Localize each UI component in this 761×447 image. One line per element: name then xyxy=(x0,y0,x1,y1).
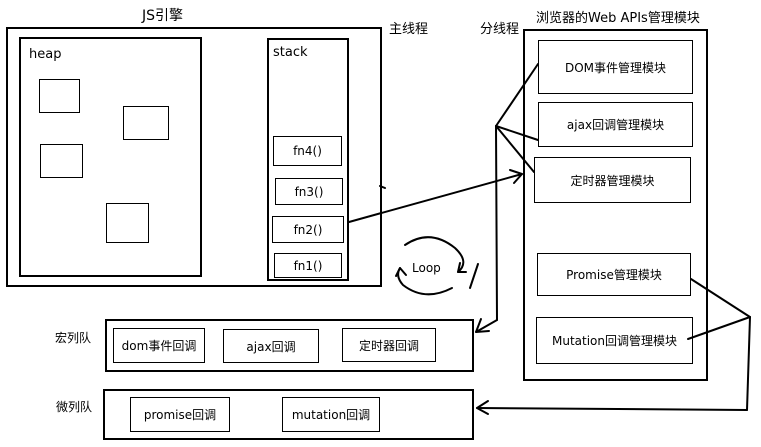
sub-thread-label: 分线程 xyxy=(480,22,520,37)
stack-frame-fn3: fn3() xyxy=(275,178,343,205)
loop-label: Loop xyxy=(412,261,441,275)
main-thread-label: 主线程 xyxy=(389,22,429,37)
heap-label: heap xyxy=(29,47,62,62)
macro-item-timer: 定时器回调 xyxy=(342,328,436,362)
web-apis-title: 浏览器的Web APIs管理模块 xyxy=(536,11,700,26)
arrowhead xyxy=(509,169,523,184)
arrow-to-micro xyxy=(476,407,748,411)
arrowhead xyxy=(475,318,490,333)
arrowhead xyxy=(476,400,489,415)
heap-object xyxy=(106,203,149,243)
macro-item-ajax: ajax回调 xyxy=(223,329,319,363)
loop-arrow xyxy=(397,267,453,296)
arrow-timer-to-junction xyxy=(495,125,535,173)
heap-box xyxy=(19,37,202,277)
arrow-fn2-to-timer xyxy=(348,173,523,223)
web-api-module-ajax: ajax回调管理模块 xyxy=(538,102,693,147)
stack-frame-fn4: fn4() xyxy=(273,136,342,166)
arrow-promise-to-junction xyxy=(690,278,751,318)
arrowhead xyxy=(457,262,467,273)
macro-queue-box xyxy=(105,319,474,372)
web-api-module-mutation: Mutation回调管理模块 xyxy=(536,317,693,364)
loop-arrow xyxy=(404,236,465,273)
stack-box xyxy=(267,38,349,281)
arrowhead xyxy=(395,267,407,277)
stack-frame-fn2: fn2() xyxy=(272,216,344,243)
macro-queue-label: 宏列队 xyxy=(55,331,92,345)
heap-object xyxy=(123,106,169,140)
js-engine-title: JS引擎 xyxy=(142,8,184,24)
micro-queue-label: 微列队 xyxy=(56,400,93,414)
web-api-module-dom: DOM事件管理模块 xyxy=(538,40,693,94)
micro-item-mutation: mutation回调 xyxy=(282,397,380,432)
web-api-module-timer: 定时器管理模块 xyxy=(534,157,691,203)
heap-object xyxy=(39,79,80,113)
macro-item-dom: dom事件回调 xyxy=(113,328,205,363)
arrow-junction-to-macro xyxy=(495,125,498,321)
stack-frame-fn1: fn1() xyxy=(274,253,342,278)
web-apis-box xyxy=(523,29,708,381)
stack-label: stack xyxy=(273,45,308,60)
arrow-junction-down xyxy=(746,316,751,411)
arrow-mutation-to-junction xyxy=(687,316,751,340)
web-api-module-promise: Promise管理模块 xyxy=(537,253,691,296)
arrow-macro-diag xyxy=(475,319,498,333)
micro-queue-box xyxy=(103,389,474,440)
arrow-ajax-to-junction xyxy=(495,125,539,141)
js-engine-box xyxy=(6,27,382,287)
arrow-dom-to-junction xyxy=(495,63,539,127)
heap-object xyxy=(40,144,83,178)
micro-item-promise: promise回调 xyxy=(130,397,230,432)
